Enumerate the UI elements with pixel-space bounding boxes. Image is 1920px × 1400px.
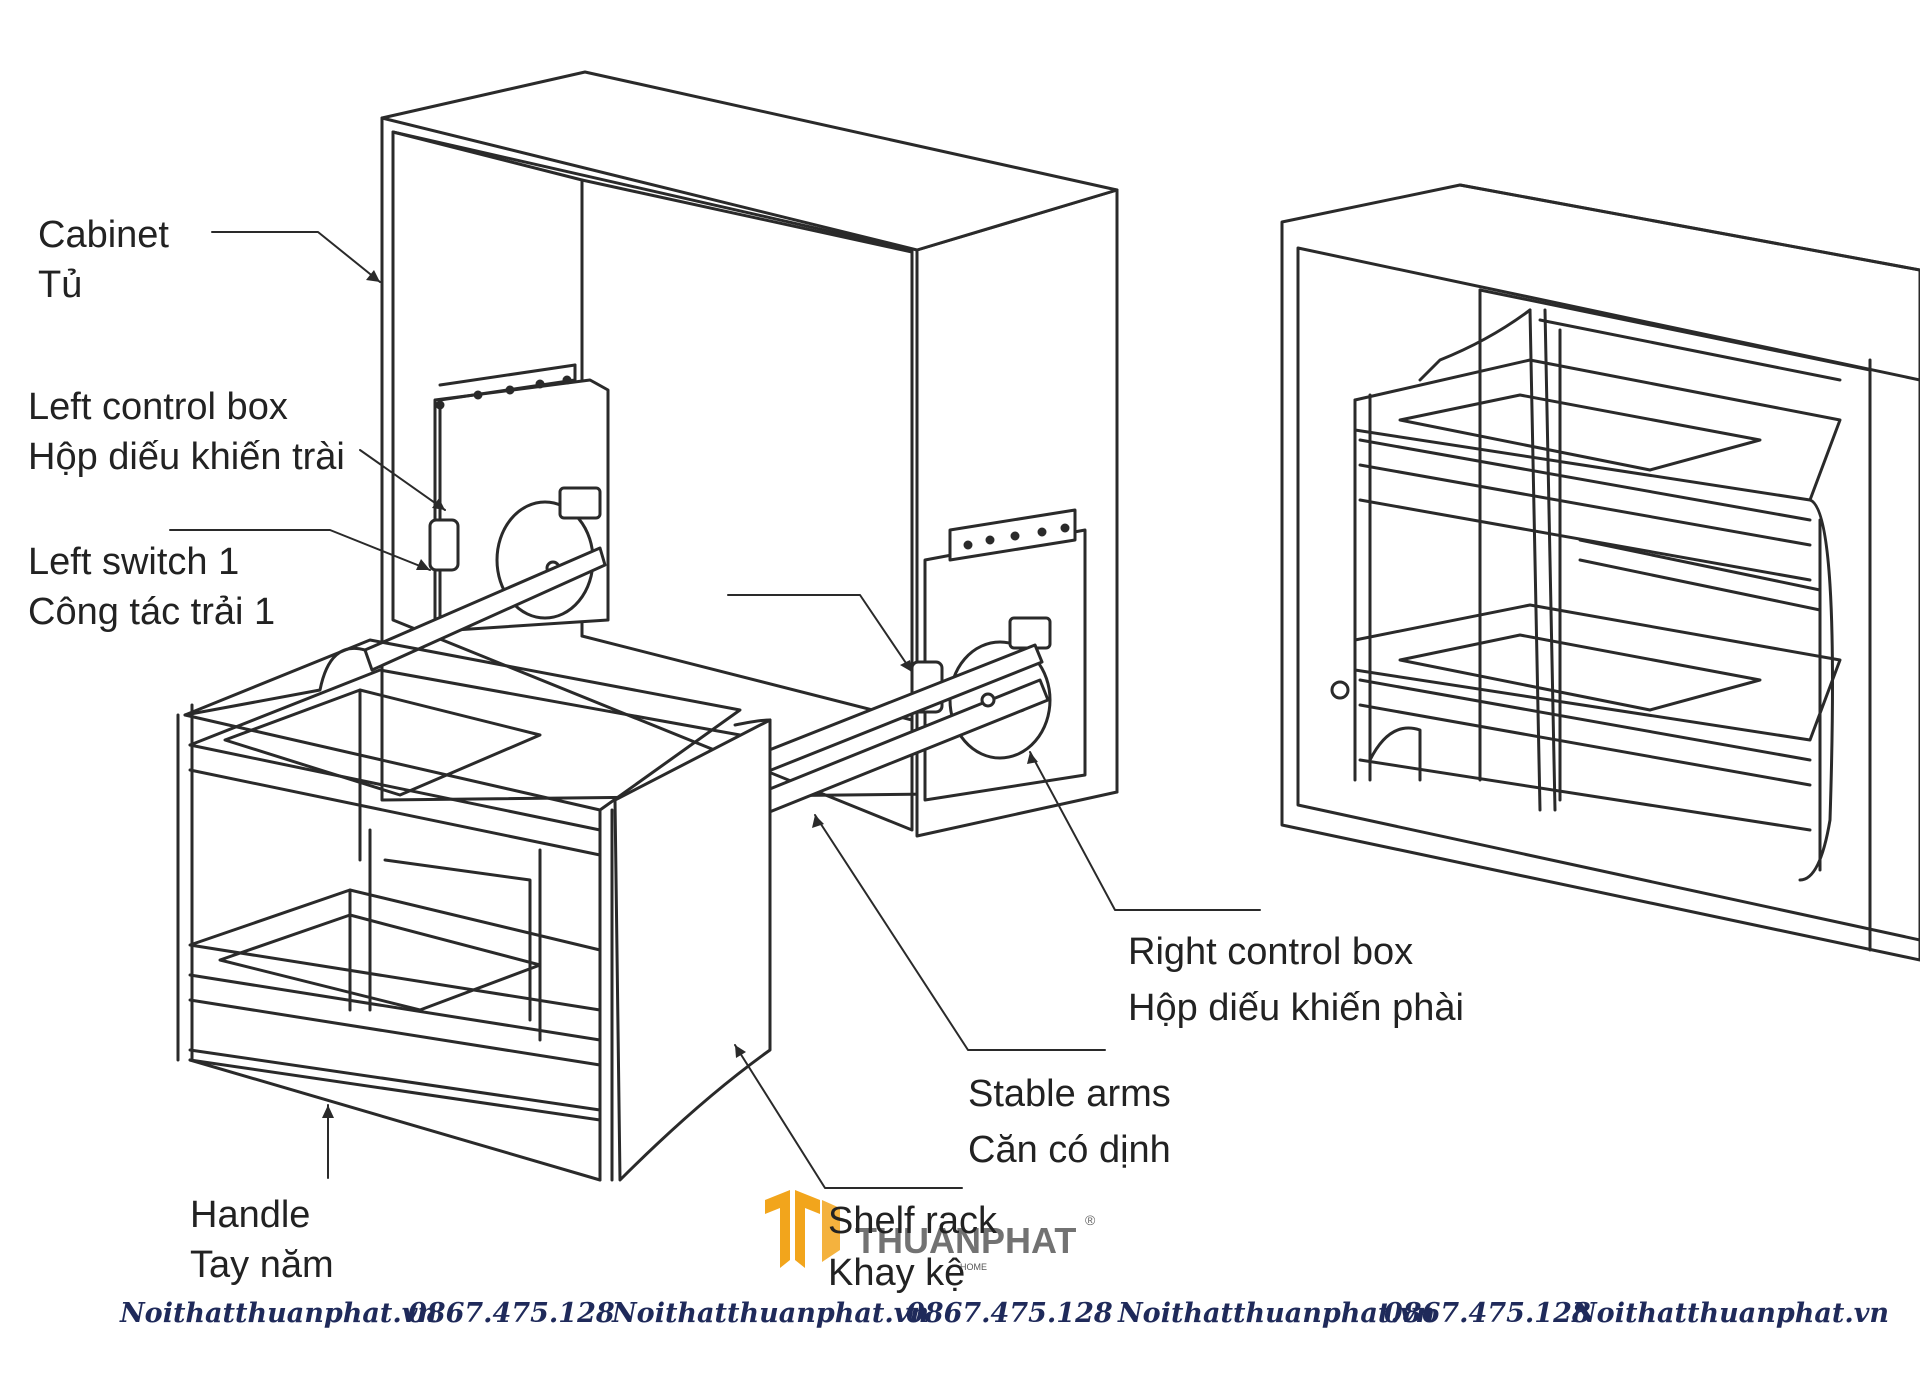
label-stable-arms: Stable arms Căn có dịnh: [968, 1066, 1171, 1178]
label-left-control-box-en: Left control box: [28, 386, 288, 428]
label-left-switch: Left switch 1 Công tác trải 1: [28, 537, 275, 637]
footer-website-2[interactable]: Noithatthuanphat.vn: [612, 1298, 930, 1329]
label-shelf-rack-vi: Khay kệ: [828, 1252, 966, 1294]
label-shelf-rack-en: Shelf rack: [828, 1200, 997, 1242]
brand-logo-mark-icon: [765, 1190, 840, 1268]
brand-logo: THUANPHAT HOME ®: [760, 1190, 1100, 1290]
label-right-control-box-en: Right control box: [1128, 931, 1414, 973]
label-left-switch-en: Left switch 1: [28, 541, 240, 583]
footer-website-1[interactable]: Noithatthuanphat.vn: [120, 1298, 438, 1329]
label-cabinet-vi: Tủ: [38, 264, 83, 306]
footer-website-4[interactable]: Noithatthuanphat.vn: [1572, 1298, 1890, 1329]
stowed-cabinet: [1280, 183, 1920, 962]
label-handle-vi: Tay năm: [190, 1244, 334, 1286]
footer-phone-3[interactable]: 0867.475.128: [1384, 1298, 1591, 1329]
shelf-rack: [176, 638, 772, 1182]
label-stable-arms-vi: Căn có dịnh: [968, 1129, 1171, 1171]
footer-contact-strip: Noithatthuanphat.vn 0867.475.128 Noithat…: [0, 1298, 1920, 1342]
footer-phone-2[interactable]: 0867.475.128: [906, 1298, 1113, 1329]
label-shelf-rack: Shelf rack Khay kệ: [828, 1195, 997, 1299]
brand-logo-text: THUANPHAT: [855, 1220, 1077, 1261]
leader-arrowheads: [322, 270, 1038, 1118]
label-handle: Handle Tay năm: [190, 1190, 334, 1290]
footer-website-3[interactable]: Noithatthuanphat.vn: [1118, 1298, 1436, 1329]
label-cabinet: Cabinet Tủ: [38, 210, 169, 310]
brand-logo-registered: ®: [1085, 1212, 1096, 1228]
footer-phone-1[interactable]: 0867.475.128: [408, 1298, 615, 1329]
label-right-control-box: Right control box Hộp diếu khiến phài: [1128, 924, 1464, 1036]
label-left-control-box: Left control box Hộp diếu khiến trài: [28, 382, 345, 482]
label-handle-en: Handle: [190, 1194, 311, 1236]
leader-lines: [169, 231, 1261, 1189]
label-left-switch-vi: Công tác trải 1: [28, 591, 276, 633]
brand-logo-sub: HOME: [960, 1262, 987, 1272]
label-cabinet-en: Cabinet: [38, 214, 169, 256]
label-left-control-box-vi: Hộp diếu khiến trài: [28, 436, 345, 478]
label-stable-arms-en: Stable arms: [968, 1073, 1171, 1115]
label-right-control-box-vi: Hộp diếu khiến phài: [1128, 987, 1464, 1029]
